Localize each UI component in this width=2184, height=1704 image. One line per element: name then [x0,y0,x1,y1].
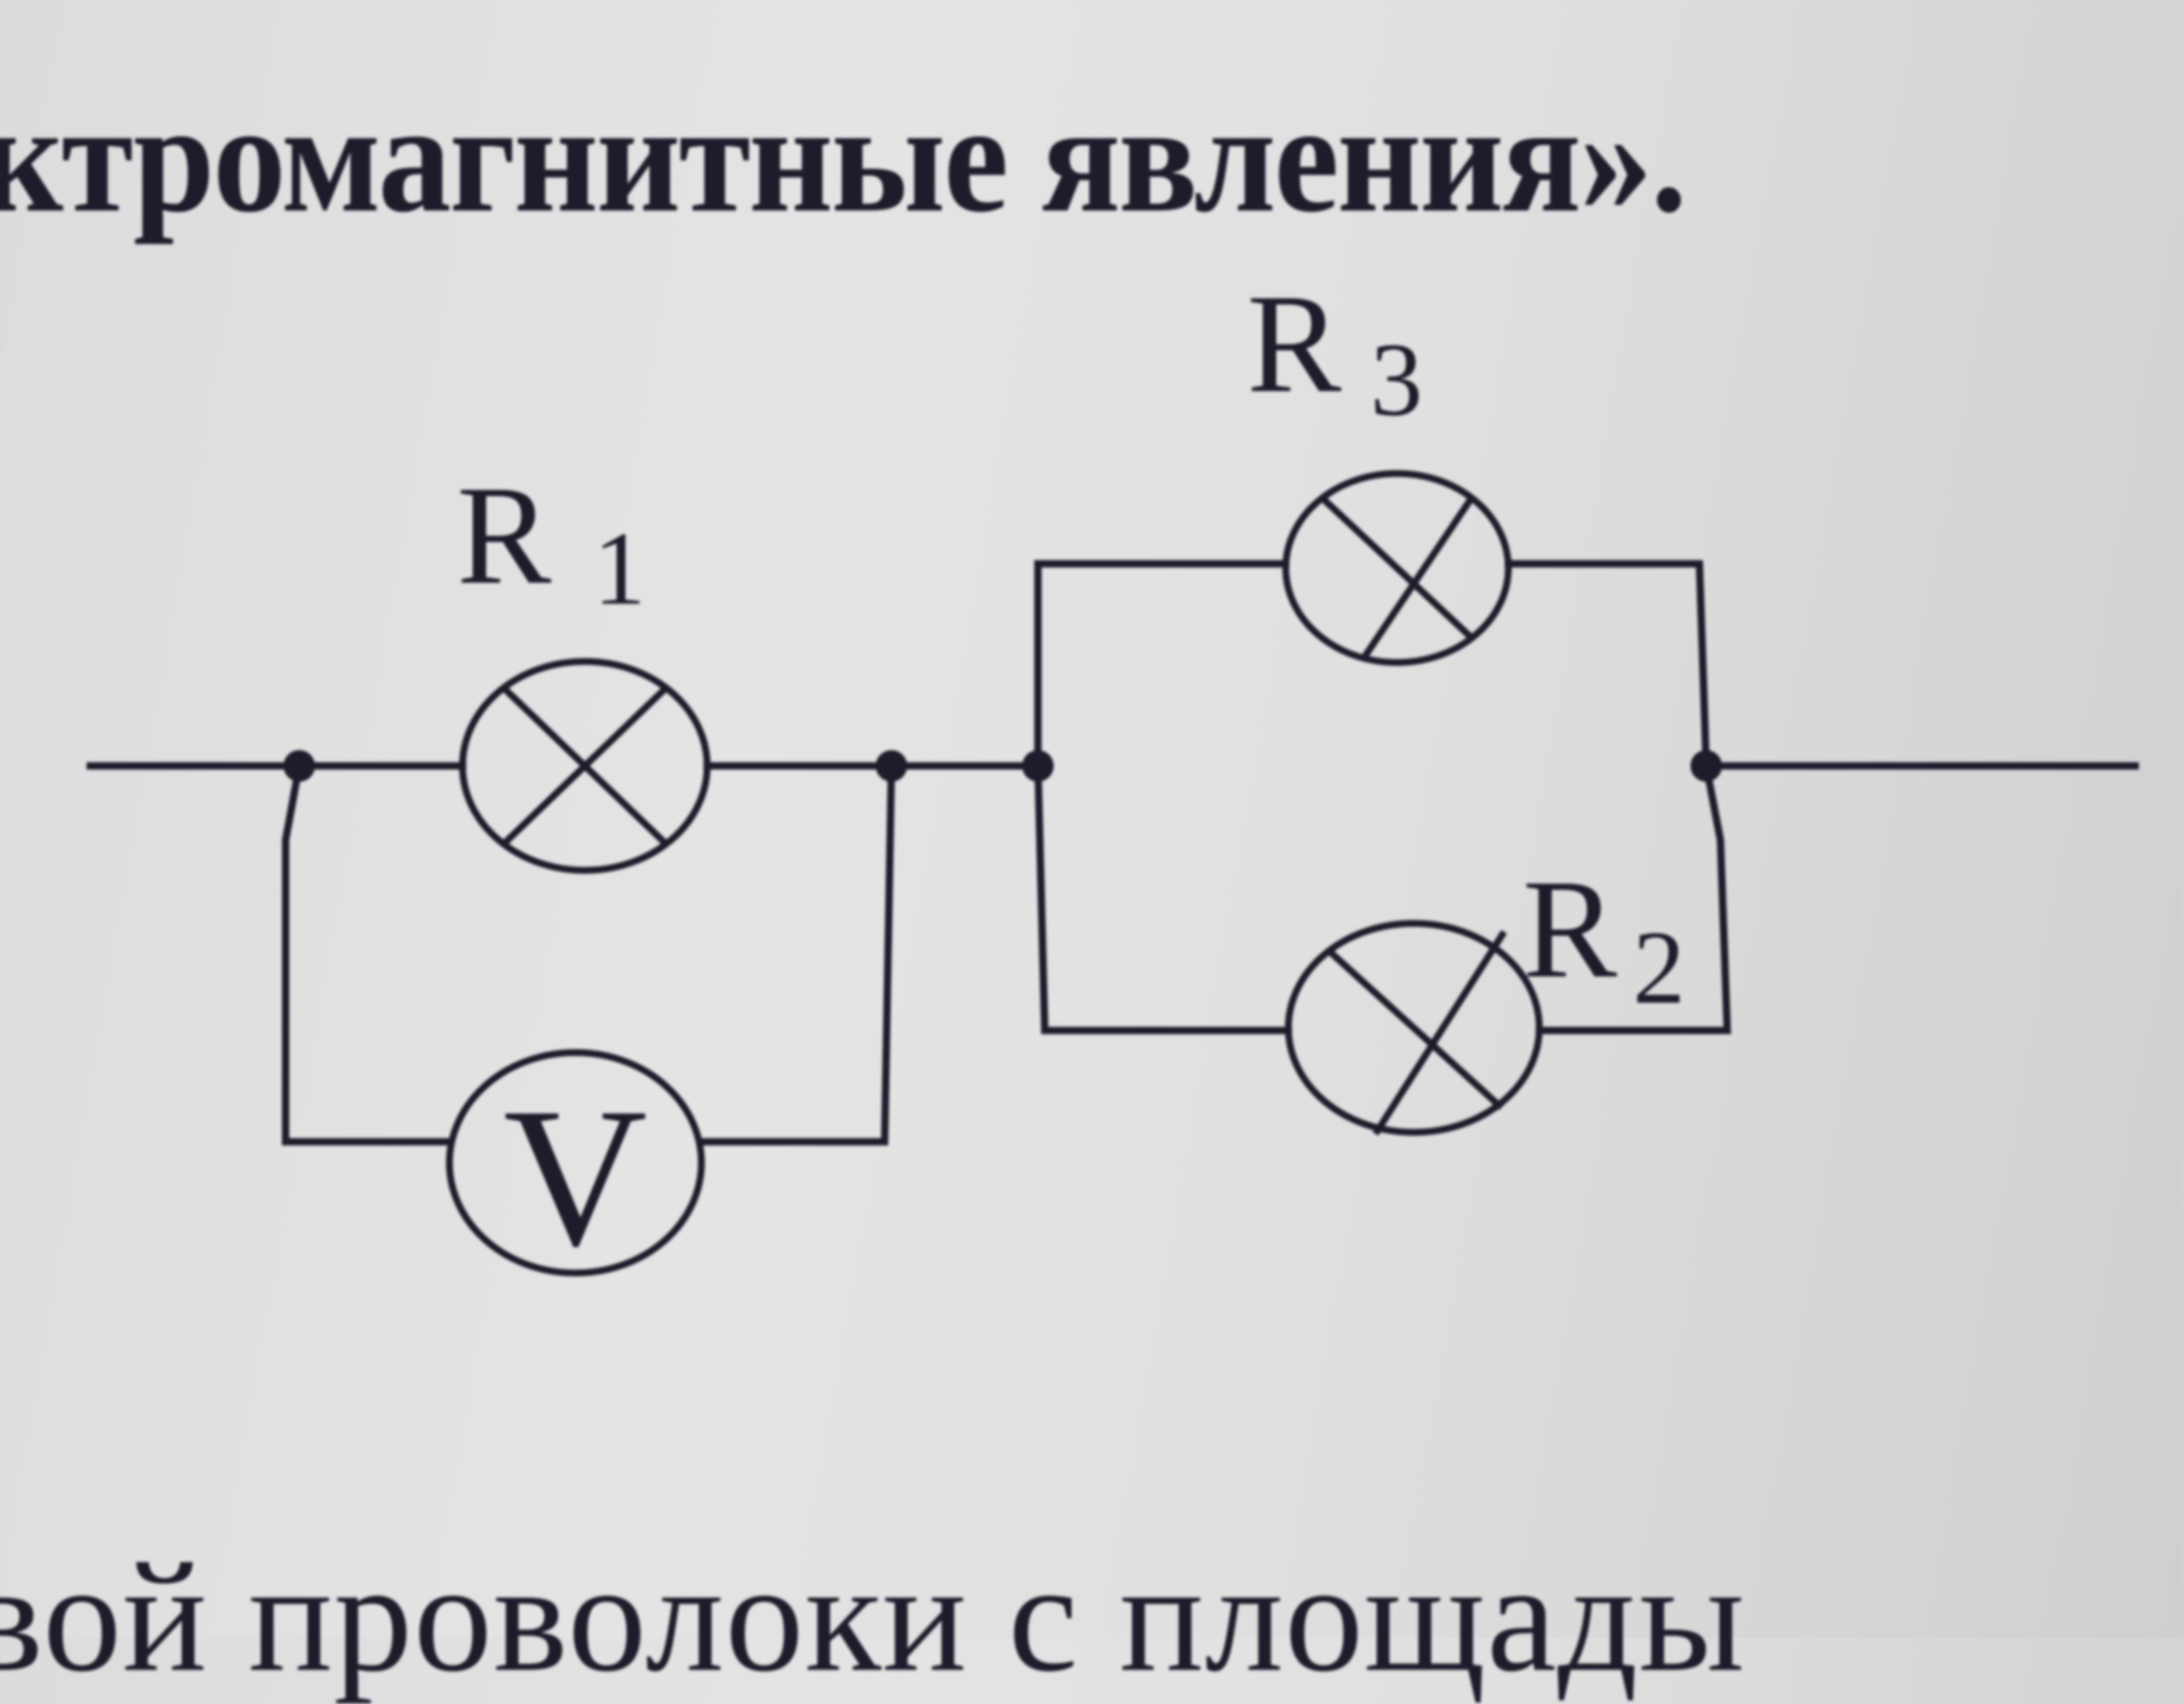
junction-node [876,750,907,782]
label-r2: R 2 [1522,850,1685,1026]
svg-text:R: R [1522,850,1618,1007]
voltmeter-symbol: V [503,1067,647,1288]
wire-r2-left [1034,762,1292,1034]
wire-r3-right [1505,560,1710,770]
svg-text:2: 2 [1633,910,1685,1026]
junction-node [1022,750,1054,782]
wire-voltmeter-left [282,761,453,1145]
junction-node [284,750,315,782]
body-text-fragment: вой проволоки с площады [0,1530,1746,1704]
section-heading: ктромагнитные явления». [0,70,1687,245]
label-r3: R 3 [1247,265,1423,438]
wire-r2-right [1536,761,1731,1034]
voltmeter-icon: V [446,1049,705,1288]
lamp-r3-icon [1282,470,1512,666]
wire-voltmeter-right [698,762,896,1145]
circuit-diagram: V R 1 R 3 R 2 [87,265,2139,1288]
lamp-r2-icon [1285,920,1543,1136]
svg-text:3: 3 [1370,322,1423,438]
svg-text:R: R [457,457,552,614]
wire-r3-left [1034,560,1289,770]
svg-text:1: 1 [593,511,646,627]
label-r1: R 1 [457,457,646,627]
svg-text:R: R [1247,265,1342,422]
lamp-r1-icon [459,658,711,874]
junction-node [1690,750,1722,782]
